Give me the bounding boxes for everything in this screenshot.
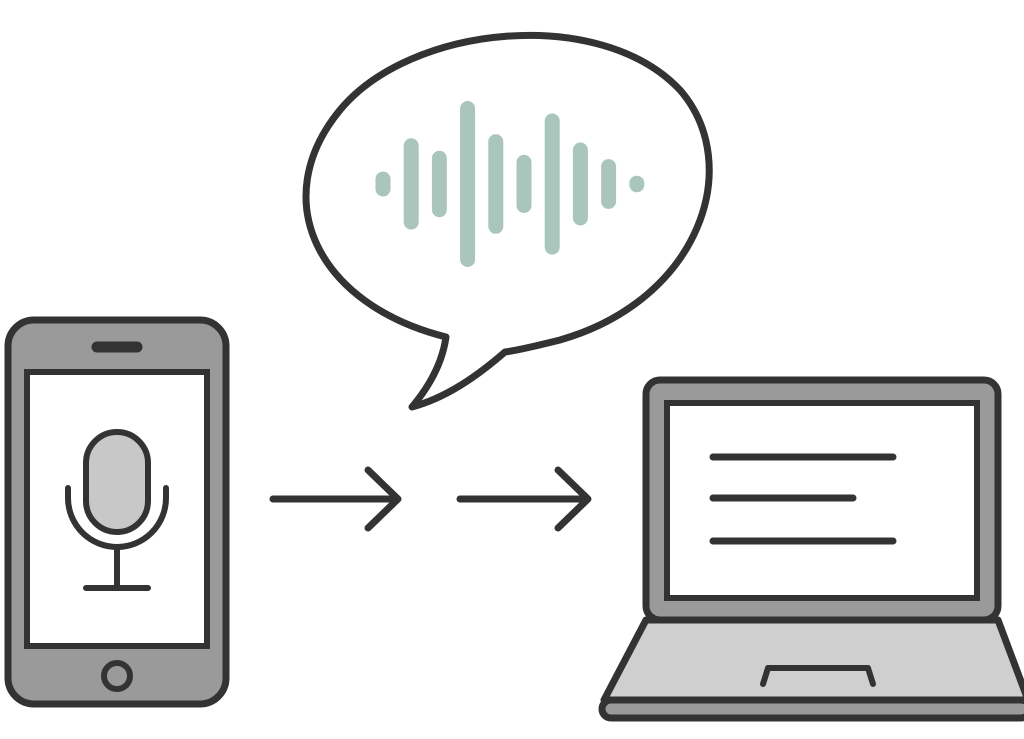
sound-wave-bar — [431, 150, 447, 218]
smartphone — [4, 316, 230, 708]
sound-wave-bar — [572, 142, 588, 226]
phone-speaker-slot — [91, 341, 143, 353]
phone-home-button — [101, 660, 133, 692]
arrow-1-head — [364, 466, 402, 532]
sound-wave-icon — [375, 101, 645, 267]
sound-wave-bar — [516, 154, 532, 213]
laptop-touchpad — [760, 665, 876, 687]
sound-wave-bar — [544, 113, 560, 255]
laptop-base-edge — [598, 696, 1024, 722]
sound-wave-bar — [488, 134, 504, 234]
mic-capsule — [83, 429, 151, 535]
speech-bubble-outline — [302, 31, 713, 411]
sound-wave-bar — [601, 159, 617, 209]
arrow-1 — [269, 466, 402, 532]
sound-wave-bar — [403, 138, 419, 230]
text-lines-icon — [709, 453, 897, 545]
arrow-2-head — [554, 466, 592, 532]
speech-bubble — [302, 31, 713, 411]
laptop — [598, 376, 1024, 722]
laptop-keyboard-deck — [600, 616, 1024, 704]
sound-wave-bar — [629, 175, 645, 193]
sound-wave-bar — [460, 101, 476, 267]
microphone-icon — [65, 429, 169, 591]
sound-wave-bar — [375, 171, 391, 197]
arrow-2 — [456, 466, 592, 532]
